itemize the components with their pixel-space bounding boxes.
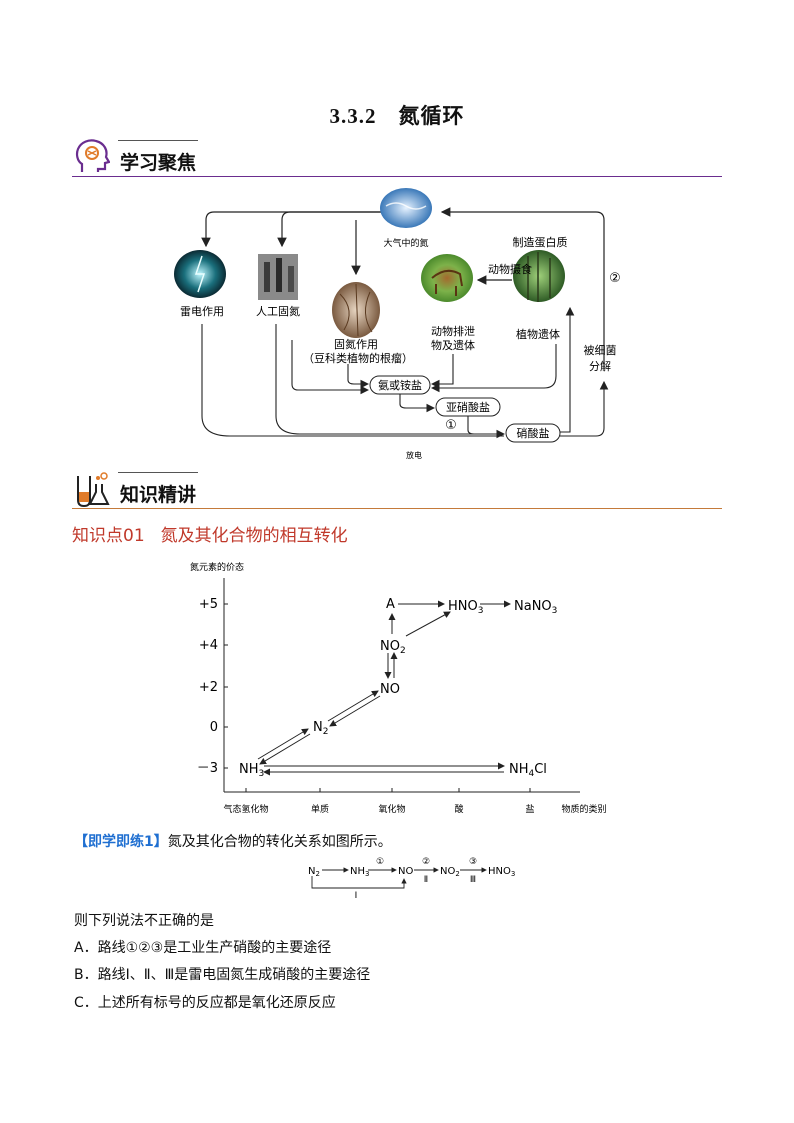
scheme-label-3: ③: [469, 857, 477, 867]
option-a[interactable]: A．路线①②③是工业生产硝酸的主要途径: [74, 940, 332, 956]
y-axis-title: 氮元素的价态: [190, 561, 244, 573]
nitrate-node: [505, 423, 561, 443]
scheme-label-1: ①: [376, 857, 384, 867]
x-tick: 盐: [525, 803, 534, 815]
atmosphere-image: [380, 188, 432, 228]
section-label: 学习聚焦: [120, 152, 197, 174]
option-b[interactable]: B．路线Ⅰ、Ⅱ、Ⅲ是雷电固氮生成硝酸的主要途径: [74, 967, 371, 983]
fixation-label: 固氮作用: [334, 337, 378, 351]
y-tick: +4: [199, 638, 218, 653]
section-header-study-focus: 学习聚焦: [72, 136, 722, 180]
species-n2: N2: [313, 720, 328, 737]
industrial-label: 人工固氮: [256, 304, 300, 318]
species-no2: NO2: [380, 639, 406, 656]
y-tick: +2: [199, 680, 218, 695]
scheme-label-II: Ⅱ: [424, 875, 428, 885]
scheme-label-I: Ⅰ: [355, 891, 358, 901]
nitrogen-cycle-diagram: 大气中的氮 雷电作用 人工固氮 固氮作用 （豆科类植物的根瘤） 动物排泄 物及遗…: [174, 188, 621, 460]
x-tick: 单质: [311, 803, 329, 815]
species-nh4cl: NH4Cl: [509, 762, 547, 779]
reaction-scheme: N2 NH3 NO NO2 HNO3 ① ② ③ Ⅱ Ⅲ Ⅰ: [308, 857, 515, 901]
excretion-label-1: 动物排泄: [431, 324, 475, 338]
section-top-line: [118, 140, 198, 141]
valence-category-chart: 氮元素的价态 +5 +4 +2 0 －3 气态氢化物 单质 氧化物 酸 盐 物质…: [190, 561, 607, 815]
x-tick: 酸: [454, 804, 463, 815]
question-text: 则下列说法不正确的是: [74, 913, 214, 929]
excretion-label-2: 物及遗体: [431, 338, 475, 352]
scheme-nh3: NH3: [350, 866, 369, 878]
plant-remains-label: 植物遗体: [516, 327, 560, 341]
brain-head-icon: [75, 139, 110, 172]
scheme-hno3: HNO3: [488, 866, 515, 878]
forest-image: [513, 250, 565, 302]
section-header-knowledge: 知识精讲: [72, 468, 722, 512]
section-divider: [72, 508, 722, 509]
page-title: 3.3.2 氮循环: [329, 104, 465, 128]
exercise-stem-text: 氮及其化合物的转化关系如图所示。: [167, 834, 392, 850]
knowledge-point-number: 知识点01: [72, 526, 145, 546]
route-2-marker: ②: [609, 271, 621, 286]
x-tick: 气态氢化物: [223, 803, 268, 815]
route-1-marker: ①: [445, 418, 457, 433]
discharge-label: 放电: [406, 450, 422, 460]
bacteria-label-2: 分解: [589, 359, 611, 373]
x-tick: 氧化物: [378, 803, 405, 815]
species-nano3: NaNO3: [514, 599, 557, 616]
section-label: 知识精讲: [120, 484, 197, 506]
section-top-line: [118, 472, 198, 473]
species-hno3: HNO3: [448, 599, 483, 616]
flask-icon: [77, 472, 110, 508]
section-divider: [72, 176, 722, 177]
x-axis-title: 物质的类别: [561, 803, 606, 815]
atmosphere-label: 大气中的氮: [383, 237, 428, 249]
knowledge-point-heading: 知识点01 氮及其化合物的相互转化: [72, 521, 348, 546]
animal-eat-label: 动物摄食: [488, 262, 532, 276]
fixation-sublabel: （豆科类植物的根瘤）: [303, 351, 413, 365]
scheme-no: NO: [398, 866, 413, 877]
exercise-stem: 【即学即练1】氮及其化合物的转化关系如图所示。: [74, 831, 392, 851]
scheme-no2: NO2: [440, 866, 460, 878]
species-no: NO: [380, 682, 400, 697]
bacteria-label-1: 被细菌: [584, 344, 617, 357]
cow-image: [421, 254, 473, 302]
protein-label: 制造蛋白质: [513, 235, 568, 249]
nitrite-label: 亚硝酸盐: [446, 400, 490, 414]
option-c[interactable]: C．上述所有标号的反应都是氧化还原反应: [74, 995, 336, 1011]
knowledge-point-title: 氮及其化合物的相互转化: [160, 526, 348, 546]
species-nh3: NH3: [239, 762, 264, 779]
nitrate-label: 硝酸盐: [517, 426, 550, 440]
exercise-tag: 【即学即练1】: [74, 834, 168, 850]
y-tick: －3: [197, 761, 218, 776]
lightning-label: 雷电作用: [180, 305, 224, 318]
y-tick: 0: [210, 720, 218, 735]
scheme-label-III: Ⅲ: [470, 875, 476, 885]
scheme-label-2: ②: [422, 857, 430, 867]
y-tick: +5: [199, 597, 218, 612]
scheme-n2: N2: [308, 866, 320, 878]
ammonia-label: 氨或铵盐: [378, 378, 422, 392]
species-a: A: [386, 597, 395, 612]
